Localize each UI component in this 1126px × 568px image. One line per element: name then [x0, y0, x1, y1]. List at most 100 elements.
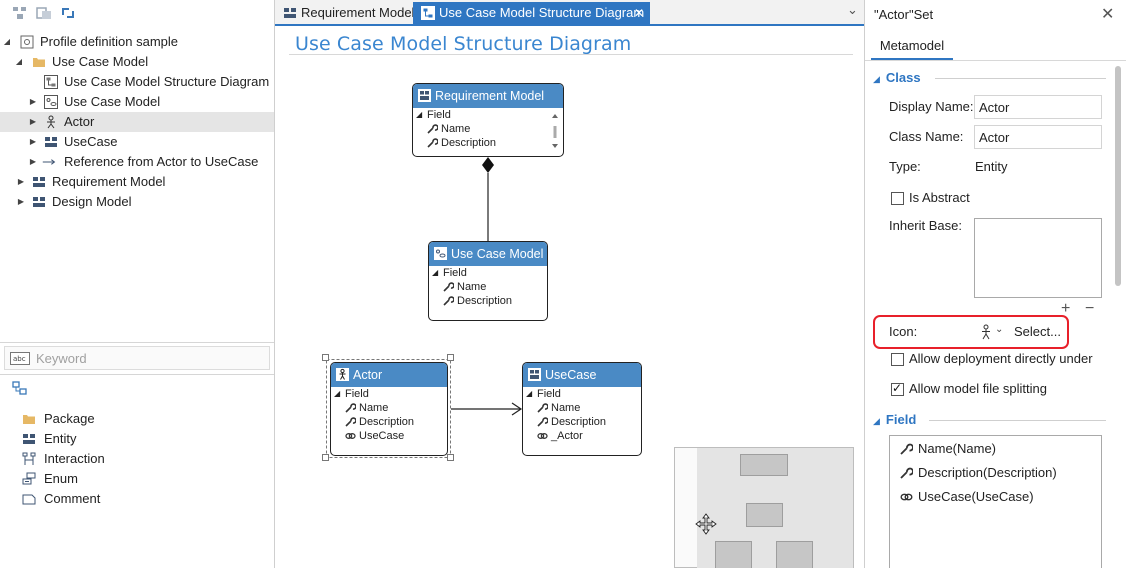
properties-scrollbar[interactable] [1115, 66, 1121, 286]
field-row[interactable]: _Actor [523, 429, 641, 443]
diagram-minimap[interactable] [674, 447, 854, 568]
node-scrollbar[interactable] [551, 112, 559, 152]
close-tab-icon[interactable]: ✕ [633, 6, 644, 20]
wrench-icon [537, 417, 548, 427]
collapse-arrow-icon[interactable]: ▶ [17, 197, 25, 206]
tree-item-reference[interactable]: ▶ Reference from Actor to UseCase [0, 152, 274, 172]
display-name-field[interactable] [974, 95, 1102, 119]
tree-item-use-case-model[interactable]: ▶ Use Case Model [0, 92, 274, 112]
icon-select-button[interactable]: Select... [1014, 324, 1061, 339]
diagram-connectors [451, 157, 523, 416]
expand-arrow-icon[interactable]: ◢ [526, 389, 533, 398]
usecase-model-icon [434, 247, 447, 260]
keyword-search-input[interactable]: abc Keyword [4, 346, 270, 370]
sync-icon[interactable] [60, 6, 76, 20]
field-section[interactable]: ◢Field [416, 109, 451, 121]
node-title: Requirement Model [435, 89, 545, 103]
node-usecase[interactable]: UseCase ◢Field Name Description _Actor [522, 362, 642, 456]
resize-handle[interactable] [447, 454, 454, 461]
field-section[interactable]: ◢Field [334, 388, 369, 400]
tab-label: Requirement Model [301, 5, 415, 20]
usecase-model-icon [44, 95, 58, 109]
entity-icon [33, 197, 45, 207]
expand-arrow-icon: ◢ [873, 74, 880, 84]
field-row[interactable]: Description [429, 294, 547, 308]
field-row[interactable]: Name [331, 401, 447, 415]
type-label: Type: [889, 159, 921, 174]
tree-item-design-model[interactable]: ▶ Design Model [0, 192, 274, 212]
field-row[interactable]: Name [523, 401, 641, 415]
arrowhead-icon [511, 402, 523, 416]
node-requirement-model[interactable]: Requirement Model ◢Field Name Descriptio… [412, 83, 564, 157]
close-icon[interactable]: ✕ [1101, 6, 1115, 23]
collapse-arrow-icon[interactable]: ▶ [17, 177, 25, 186]
field-section[interactable]: ◢Field [432, 267, 467, 279]
field-row[interactable]: Description [331, 415, 447, 429]
expand-arrow-icon[interactable]: ◢ [432, 268, 439, 277]
tree-item-profile[interactable]: ◢ Profile definition sample [0, 32, 274, 52]
node-header[interactable]: Requirement Model [413, 84, 563, 108]
resize-handle[interactable] [322, 454, 329, 461]
field-section[interactable]: ◢Field [526, 388, 561, 400]
collapse-arrow-icon[interactable]: ▶ [29, 117, 37, 126]
tree-item-requirement-model[interactable]: ▶ Requirement Model [0, 172, 274, 192]
properties-pane: "Actor"Set ✕ Metamodel ◢Class Display Na… [865, 0, 1126, 568]
field-row[interactable]: Name [429, 280, 547, 294]
left-splitter[interactable] [274, 0, 275, 568]
link-icon [900, 493, 913, 501]
icon-row-highlight [873, 315, 1069, 349]
pane-divider[interactable] [0, 342, 274, 343]
tab-list-chevron-icon[interactable]: ⌄ [847, 2, 858, 17]
inherit-base-list[interactable] [974, 218, 1102, 298]
expand-arrow-icon[interactable]: ◢ [416, 110, 423, 119]
expand-arrow-icon: ◢ [873, 416, 880, 426]
resize-handle[interactable] [447, 354, 454, 361]
tree-item-usecase[interactable]: ▶ UseCase [0, 132, 274, 152]
is-abstract-checkbox[interactable] [891, 192, 904, 205]
node-header[interactable]: Actor [331, 363, 447, 387]
collapse-arrow-icon[interactable]: ▶ [29, 137, 37, 146]
field-row[interactable]: Description [523, 415, 641, 429]
tab-divider [865, 60, 1126, 61]
link-icon [537, 433, 548, 439]
tree-item-actor[interactable]: ▶ Actor [0, 112, 274, 132]
remove-icon[interactable]: − [1085, 300, 1095, 317]
actor-icon [336, 368, 349, 381]
palette-item-label: Interaction [44, 451, 105, 466]
right-splitter[interactable] [864, 0, 865, 568]
field-row[interactable]: Name [413, 122, 563, 136]
icon-dropdown-chevron-icon[interactable]: ⌄ [995, 324, 1004, 335]
tab-structure-diagram[interactable]: Use Case Model Structure Diagram ✕ [413, 2, 650, 24]
class-name-field[interactable] [974, 125, 1102, 149]
entity-icon [33, 177, 45, 187]
tree-item-structure-diagram[interactable]: Use Case Model Structure Diagram [0, 72, 274, 92]
tree-item-use-case-model-folder[interactable]: ◢ Use Case Model [0, 52, 274, 72]
class-name-label: Class Name: [889, 129, 964, 144]
expand-arrow-icon[interactable]: ◢ [15, 57, 23, 66]
node-header[interactable]: UseCase [523, 363, 641, 387]
field-list[interactable]: Name(Name) Description(Description) UseC… [889, 435, 1102, 568]
tab-metamodel[interactable]: Metamodel [871, 34, 953, 60]
diagram-icon[interactable] [36, 6, 52, 20]
node-use-case-model[interactable]: Use Case Model ◢Field Name Description [428, 241, 548, 321]
collapse-arrow-icon[interactable]: ▶ [29, 157, 37, 166]
icon-label: Icon: [889, 324, 918, 339]
inherit-base-label: Inherit Base: [889, 218, 962, 233]
collapse-arrow-icon[interactable]: ▶ [29, 97, 37, 106]
node-header[interactable]: Use Case Model [429, 242, 547, 266]
resize-handle[interactable] [322, 354, 329, 361]
profile-icon [20, 35, 34, 49]
expand-arrow-icon[interactable]: ◢ [334, 389, 341, 398]
add-icon[interactable]: + [1061, 300, 1071, 317]
allow-deployment-checkbox[interactable] [891, 353, 904, 366]
field-section-header[interactable]: ◢Field [873, 412, 917, 427]
field-row[interactable]: UseCase [331, 429, 447, 443]
expand-arrow-icon[interactable]: ◢ [3, 37, 11, 46]
tree-view-icon[interactable] [12, 6, 28, 20]
node-actor[interactable]: Actor ◢Field Name Description UseCase [330, 362, 448, 456]
field-row[interactable]: Description [413, 136, 563, 150]
tab-requirement-model[interactable]: Requirement Model [275, 2, 415, 24]
class-section-header[interactable]: ◢Class [873, 70, 921, 85]
allow-splitting-checkbox[interactable] [891, 381, 904, 396]
palette-icon[interactable] [12, 381, 28, 395]
